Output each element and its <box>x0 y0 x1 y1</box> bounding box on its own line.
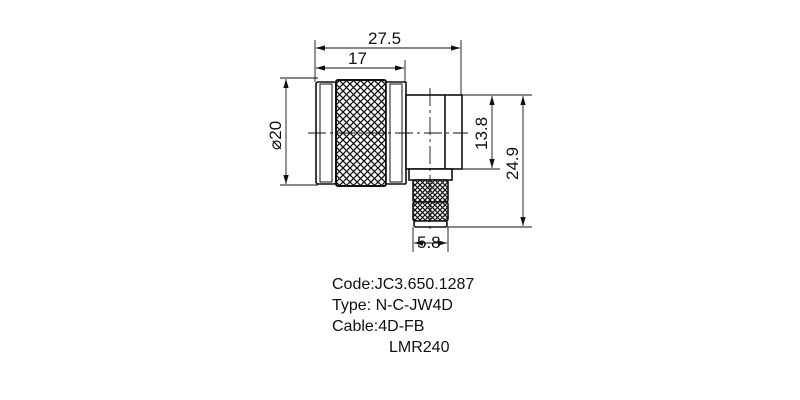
right-angle-body <box>405 94 463 228</box>
dimension-lines <box>283 45 526 246</box>
spec-block: Code:JC3.650.1287 Type: N-C-JW4D Cable:4… <box>332 274 474 358</box>
spec-type: Type: N-C-JW4D <box>332 297 453 314</box>
dim-body-height: 13.8 <box>472 117 491 150</box>
dim-overall-height: 24.9 <box>503 147 522 180</box>
dim-nut-length: 17 <box>348 49 367 68</box>
center-lines <box>308 88 468 232</box>
dim-ferrule-width: 5.8 <box>417 233 441 252</box>
dim-overall-length: 27.5 <box>368 29 401 48</box>
spec-cable-alt: LMR240 <box>389 339 450 356</box>
spec-cable: Cable:4D-FB <box>332 318 425 335</box>
extension-lines <box>280 40 532 252</box>
spec-code: Code:JC3.650.1287 <box>332 276 475 293</box>
dim-diameter: ⌀20 <box>266 121 285 150</box>
